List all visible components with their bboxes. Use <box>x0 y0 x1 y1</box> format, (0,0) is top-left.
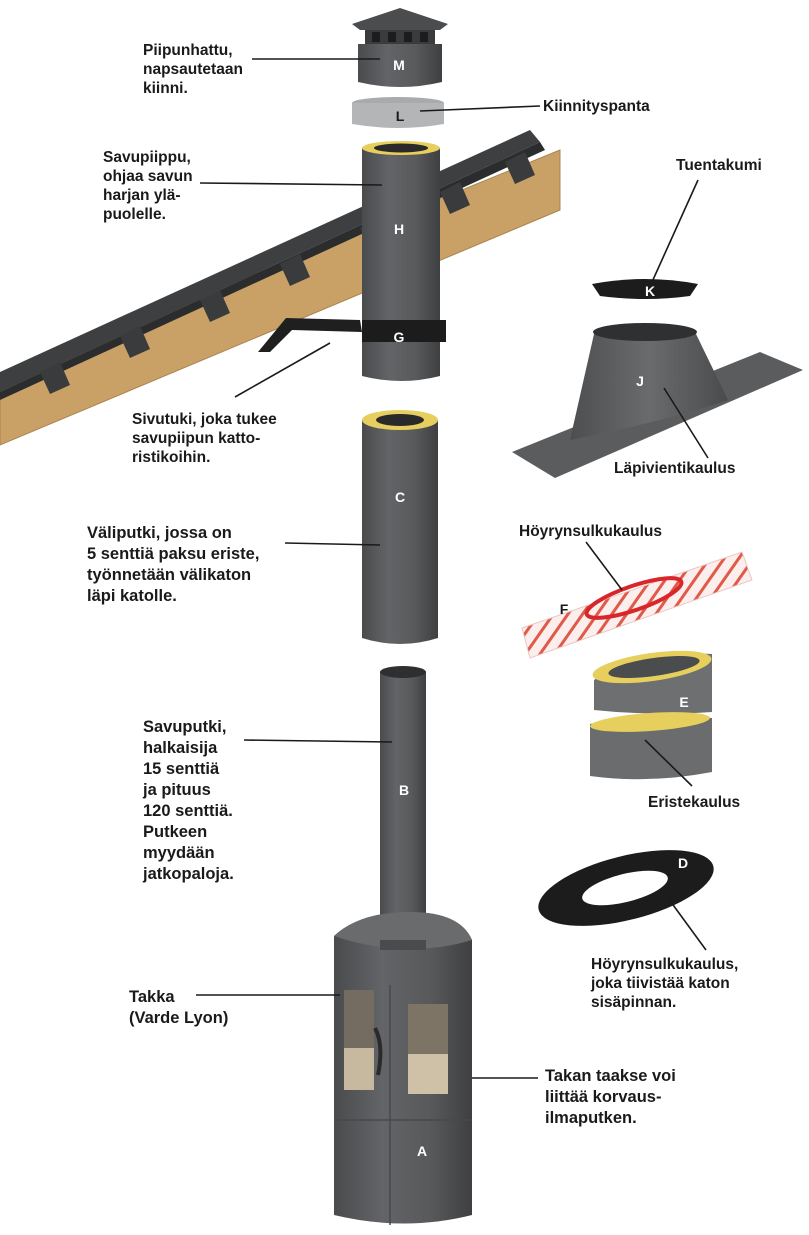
callout-flue-pipe: Savuputki, halkaisija 15 senttiä ja pitu… <box>143 718 234 883</box>
clamp-band-L: L <box>352 97 444 128</box>
callout-insulation-collar: Eristekaulus <box>648 794 741 811</box>
support-rubber-K: K <box>592 279 698 299</box>
part-label-B: B <box>399 782 409 798</box>
part-label-L: L <box>396 108 405 124</box>
part-label-A: A <box>417 1143 427 1159</box>
part-label-F: F <box>560 601 569 617</box>
flue-pipe-B: B <box>380 666 426 953</box>
leader-lines <box>196 58 709 1079</box>
part-label-C: C <box>395 489 405 505</box>
part-label-J: J <box>636 373 644 389</box>
chimney-pipe-H: H G <box>362 141 446 381</box>
callout-intermediate-pipe: Väliputki, jossa on 5 senttiä paksu eris… <box>87 524 260 605</box>
part-label-K: K <box>645 283 655 299</box>
callout-side-support: Sivutuki, joka tukee savupiipun katto- r… <box>132 411 277 466</box>
callout-chimney-cap: Piipunhattu, napsautetaan kiinni. <box>143 42 243 97</box>
part-label-G: G <box>394 329 405 345</box>
callout-make-up-air: Takan taakse voi liittää korvaus- ilmapu… <box>545 1067 676 1127</box>
callout-support-rubber: Tuentakumi <box>676 157 762 174</box>
roof <box>0 130 561 446</box>
vapour-collar-F: F <box>521 551 753 659</box>
flashing-collar-J: J <box>512 323 803 478</box>
part-label-H: H <box>394 221 404 237</box>
callout-chimney-pipe: Savupiippu, ohjaa savun harjan ylä- puol… <box>103 149 193 223</box>
intermediate-pipe-C: C <box>362 410 438 644</box>
chimney-cap-M: M <box>352 8 448 87</box>
callout-vapour-ring: Höyrynsulkukaulus, joka tiivistää katon … <box>591 956 739 1011</box>
vapour-ring-D: D <box>538 850 714 926</box>
part-label-E: E <box>679 694 688 710</box>
fireplace-A: A <box>334 912 472 1225</box>
callout-vapour-collar: Höyrynsulkukaulus <box>519 523 662 540</box>
callout-fireplace: Takka (Varde Lyon) <box>129 988 229 1027</box>
callout-clamp-band: Kiinnityspanta <box>543 98 650 115</box>
part-label-D: D <box>678 855 688 871</box>
insulation-collar-E: E <box>590 650 712 780</box>
part-label-M: M <box>393 57 405 73</box>
side-support <box>258 318 362 352</box>
callout-flashing-collar: Läpivientikaulus <box>614 460 736 477</box>
